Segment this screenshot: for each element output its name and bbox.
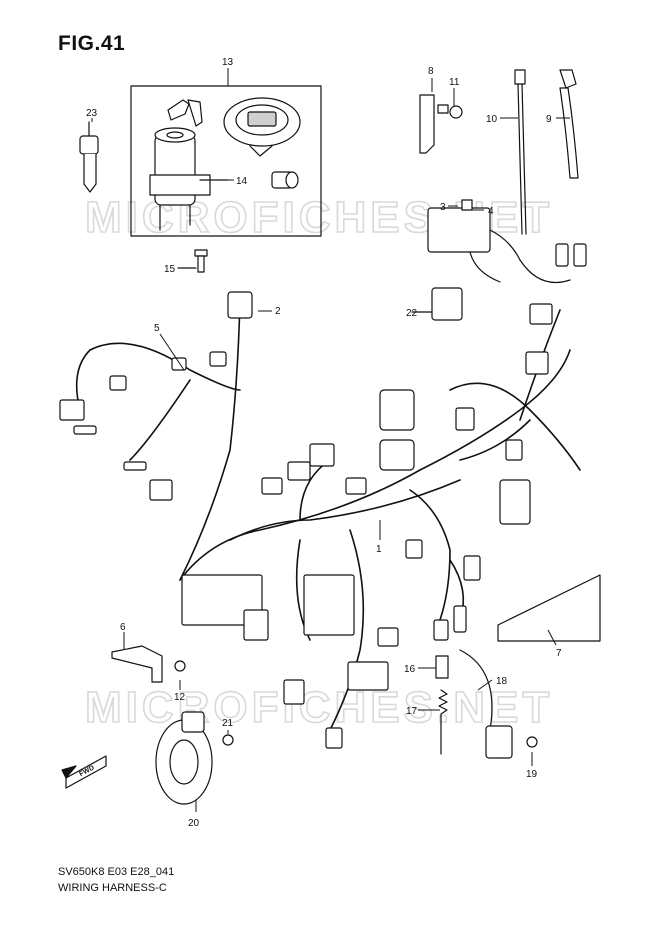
figure-title: FIG.41 bbox=[58, 32, 126, 55]
callout-14: 14 bbox=[236, 176, 248, 187]
callout-20: 20 bbox=[188, 818, 200, 829]
watermark-bottom: MICROFICHES.NET bbox=[85, 683, 553, 732]
callout-1: 1 bbox=[376, 544, 382, 555]
diagram-code: SV650K8 E03 E28_041 bbox=[58, 866, 175, 878]
ignition-switch-set bbox=[130, 85, 322, 237]
bracket-8 bbox=[419, 94, 463, 154]
key-blank bbox=[79, 121, 99, 193]
callout-labels: 13 14 23 15 8 11 10 9 3 4 2 22 5 1 6 7 1… bbox=[86, 57, 562, 829]
relay-22 bbox=[411, 287, 463, 321]
callout-11: 11 bbox=[449, 77, 460, 88]
lock-cylinder bbox=[271, 171, 299, 189]
switch-18 bbox=[459, 649, 538, 759]
callout-8: 8 bbox=[428, 66, 434, 77]
callout-6: 6 bbox=[120, 622, 126, 633]
brake-switch-16 bbox=[435, 655, 449, 679]
callout-10: 10 bbox=[486, 114, 498, 125]
callout-3: 3 bbox=[440, 202, 446, 213]
callout-18: 18 bbox=[496, 676, 508, 687]
callout-21: 21 bbox=[222, 718, 234, 729]
clamp-9 bbox=[559, 69, 579, 179]
spring-17 bbox=[438, 689, 448, 755]
callout-19: 19 bbox=[526, 769, 538, 780]
fuse-box bbox=[427, 199, 571, 284]
forward-arrow bbox=[61, 755, 107, 789]
callout-9: 9 bbox=[546, 114, 552, 125]
callout-5: 5 bbox=[154, 323, 160, 334]
callout-12: 12 bbox=[174, 692, 186, 703]
callout-15: 15 bbox=[164, 264, 176, 275]
callout-2: 2 bbox=[275, 306, 281, 317]
connectors bbox=[59, 243, 587, 749]
callout-7: 7 bbox=[556, 648, 562, 659]
plate-7 bbox=[497, 574, 601, 642]
bracket-6 bbox=[111, 645, 186, 683]
diagram-name: WIRING HARNESS-C bbox=[58, 882, 167, 894]
callout-22: 22 bbox=[406, 308, 418, 319]
callout-4: 4 bbox=[488, 206, 494, 217]
horn-20 bbox=[155, 711, 234, 805]
callout-13: 13 bbox=[222, 57, 234, 68]
leader-lines bbox=[91, 68, 570, 812]
callout-16: 16 bbox=[404, 664, 416, 675]
clamp-10 bbox=[514, 69, 527, 235]
callout-17: 17 bbox=[406, 706, 418, 717]
bolt-15 bbox=[177, 249, 208, 273]
callout-23: 23 bbox=[86, 108, 98, 119]
